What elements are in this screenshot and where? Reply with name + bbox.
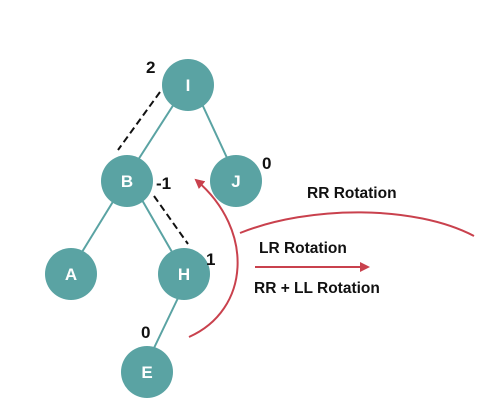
rr-rotation-caption: RR Rotation xyxy=(307,185,397,202)
edge-b-a xyxy=(81,199,115,253)
node-label: E xyxy=(141,363,152,382)
edge-b-h xyxy=(141,199,173,253)
imbalance-path xyxy=(117,91,189,245)
lr-rotation-caption: LR Rotation xyxy=(259,240,347,257)
tree-edges xyxy=(81,103,229,349)
node-label: A xyxy=(65,265,77,284)
balance-factor-i: 2 xyxy=(146,58,155,77)
rr-ll-rotation-caption: RR + LL Rotation xyxy=(254,280,380,297)
edge-i-j xyxy=(201,103,229,161)
node-a: A xyxy=(45,248,97,300)
node-label: H xyxy=(178,265,190,284)
node-b: B xyxy=(101,155,153,207)
dashed-marker-i-b xyxy=(117,91,161,151)
node-label: B xyxy=(121,172,133,191)
node-label: I xyxy=(186,76,191,95)
balance-factor-b: -1 xyxy=(156,174,171,193)
node-i: I xyxy=(162,59,214,111)
dashed-marker-b-h xyxy=(153,195,189,245)
node-h: H xyxy=(158,248,210,300)
node-label: J xyxy=(231,172,240,191)
balance-factor-j: 0 xyxy=(262,154,271,173)
balance-factor-h: 1 xyxy=(206,250,215,269)
balance-factor-e: 0 xyxy=(141,323,150,342)
edge-h-e xyxy=(153,297,179,349)
node-e: E xyxy=(121,346,173,398)
node-j: J xyxy=(210,155,262,207)
rr-rotation-arc xyxy=(239,211,475,237)
edge-i-b xyxy=(137,103,175,161)
rotation-arrow xyxy=(188,178,239,338)
